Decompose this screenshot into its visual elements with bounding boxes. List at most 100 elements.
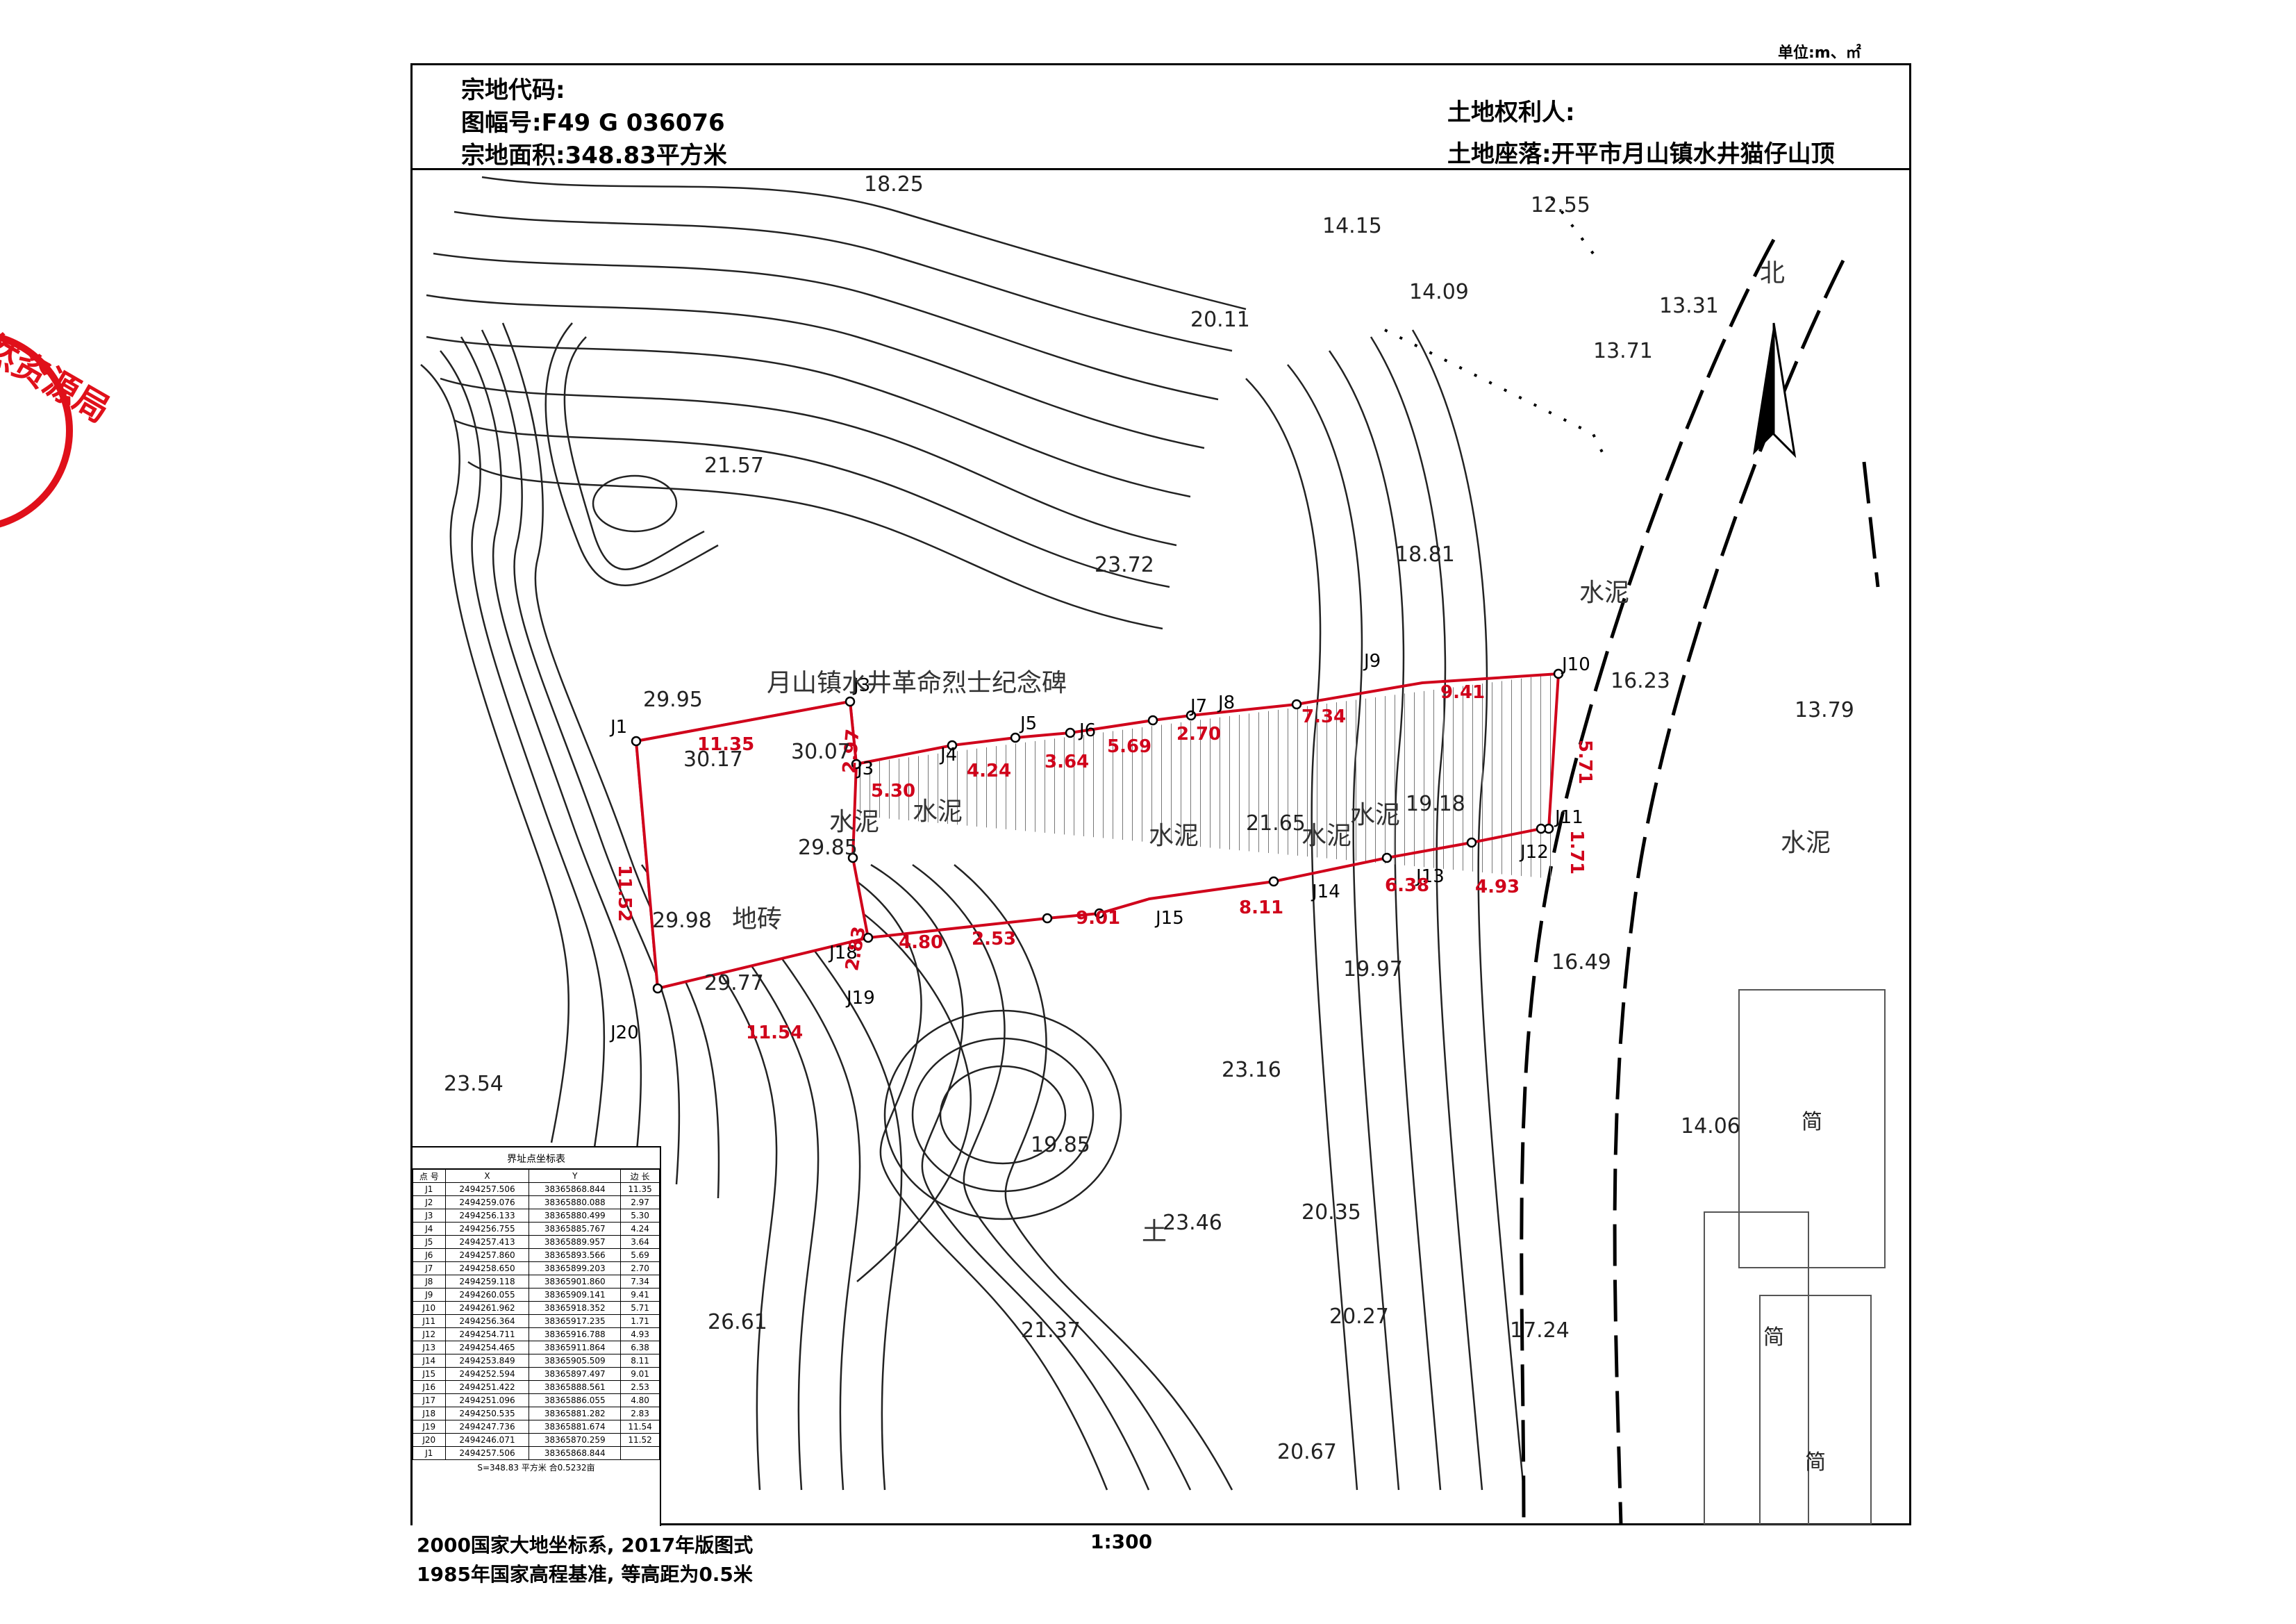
coordinate-system-note: 2000国家大地坐标系, 2017年版图式 <box>417 1534 754 1557</box>
table-cell-pt: J1 <box>413 1182 446 1196</box>
edge-distance: 11.52 <box>614 865 635 922</box>
edge-distance: 11.35 <box>697 734 754 755</box>
table-cell-x: 2494246.071 <box>444 1433 530 1447</box>
elevation-label: 23.46 <box>1163 1211 1222 1235</box>
elevation-label: 18.81 <box>1395 542 1455 567</box>
table-cell-d: 5.30 <box>620 1209 660 1223</box>
edge-distance: 7.34 <box>1301 706 1346 727</box>
table-cell-y: 38365888.561 <box>529 1380 622 1394</box>
elevation-label: 12.55 <box>1531 193 1590 217</box>
building-label: 简 <box>1802 1110 1822 1134</box>
point-label: J14 <box>1311 881 1340 902</box>
surface-label: 水泥 <box>1350 801 1400 829</box>
elevation-label: 19.97 <box>1343 957 1403 981</box>
elevation-label: 20.27 <box>1329 1304 1389 1329</box>
edge-distance: 2.53 <box>972 929 1016 950</box>
table-cell-x: 2494258.650 <box>444 1261 530 1275</box>
table-cell-y: 38365886.055 <box>529 1393 622 1407</box>
topographic-map: 北 J1 J3 J3 J4 J5 J6 J7 J8 J9 J10 J11 J12… <box>420 172 1886 1525</box>
surface-label: 水泥 <box>913 797 963 826</box>
edge-distance: 4.93 <box>1475 877 1520 897</box>
table-cell-x: 2494260.055 <box>444 1288 530 1302</box>
table-cell-y: 38365893.566 <box>529 1248 622 1262</box>
edge-distance: 3.64 <box>1045 752 1089 772</box>
table-cell-y: 38365901.860 <box>529 1275 622 1289</box>
parcel-code: 宗地代码: <box>461 76 565 104</box>
elevation-label: 16.49 <box>1552 950 1611 975</box>
table-cell-x: 2494247.736 <box>444 1420 530 1434</box>
point-label: J7 <box>1189 696 1207 717</box>
table-cell-d: 3.64 <box>620 1235 660 1249</box>
table-cell-pt: J2 <box>413 1195 446 1209</box>
scale-label: 1:300 <box>1090 1530 1153 1553</box>
elevation-label: 21.37 <box>1021 1318 1081 1343</box>
table-cell-x: 2494257.860 <box>444 1248 530 1262</box>
table-cell-x: 2494254.465 <box>444 1341 530 1354</box>
table-cell-d: 4.80 <box>620 1393 660 1407</box>
table-cell-pt: J17 <box>413 1393 446 1407</box>
surface-label: 水泥 <box>1579 579 1629 607</box>
table-cell-pt: J4 <box>413 1222 446 1236</box>
elevation-label: 19.18 <box>1406 792 1465 816</box>
land-owner: 土地权利人: <box>1447 99 1575 126</box>
point-label: J12 <box>1519 842 1549 863</box>
elevation-label: 21.57 <box>704 454 764 478</box>
elevation-datum-note: 1985年国家高程基准, 等高距为0.5米 <box>417 1563 753 1586</box>
table-cell-pt: J9 <box>413 1288 446 1302</box>
elevation-label: 14.09 <box>1409 280 1469 304</box>
surface-label: 水泥 <box>1781 829 1831 857</box>
surface-label: 水泥 <box>829 808 879 836</box>
table-cell-y: 38365909.141 <box>529 1288 622 1302</box>
point-label: J8 <box>1217 693 1235 713</box>
table-cell-y: 38365885.767 <box>529 1222 622 1236</box>
table-cell-d: 5.71 <box>620 1301 660 1315</box>
table-cell-d: 2.53 <box>620 1380 660 1394</box>
point-label: J20 <box>609 1022 639 1043</box>
table-cell-x: 2494256.755 <box>444 1222 530 1236</box>
elevation-label: 14.15 <box>1322 214 1382 238</box>
table-cell-pt: J15 <box>413 1367 446 1381</box>
point-label: J3 <box>852 675 870 696</box>
table-cell-x: 2494251.422 <box>444 1380 530 1394</box>
table-cell-pt: J11 <box>413 1314 446 1328</box>
area-summary: S=348.83 平方米 合0.5232亩 <box>477 1463 595 1473</box>
elevation-label: 29.77 <box>704 971 764 995</box>
edge-distance: 5.69 <box>1107 736 1151 757</box>
table-cell-x: 2494259.076 <box>444 1195 530 1209</box>
column-header: 边 长 <box>620 1169 660 1183</box>
table-cell-x: 2494254.711 <box>444 1327 530 1341</box>
table-cell-pt: J7 <box>413 1261 446 1275</box>
table-cell-x: 2494253.849 <box>444 1354 530 1368</box>
table-cell-y: 38365868.844 <box>529 1182 622 1196</box>
edge-distance: 11.54 <box>746 1022 803 1043</box>
land-location: 土地座落:开平市月山镇水井猫仔山顶 <box>1447 140 1835 168</box>
edge-distance: 5.71 <box>1574 740 1595 784</box>
land-label: 土 <box>1142 1218 1167 1246</box>
table-cell-pt: J3 <box>413 1209 446 1223</box>
table-cell-y: 38365917.235 <box>529 1314 622 1328</box>
table-cell-pt: J12 <box>413 1327 446 1341</box>
table-cell-pt: J13 <box>413 1341 446 1354</box>
table-cell-pt: J16 <box>413 1380 446 1394</box>
point-label: J13 <box>1415 866 1445 887</box>
edge-distance: 2.97 <box>839 728 863 774</box>
point-label: J19 <box>845 988 875 1009</box>
point-label: J18 <box>828 943 858 963</box>
building-label: 简 <box>1805 1450 1826 1475</box>
table-cell-x: 2494261.962 <box>444 1301 530 1315</box>
table-cell-d: 2.70 <box>620 1261 660 1275</box>
surface-label: 水泥 <box>1301 822 1351 850</box>
boundary-markers <box>631 668 1564 994</box>
table-cell-y: 38365918.352 <box>529 1301 622 1315</box>
point-label: J3 <box>856 759 874 779</box>
point-label: J15 <box>1154 908 1184 929</box>
